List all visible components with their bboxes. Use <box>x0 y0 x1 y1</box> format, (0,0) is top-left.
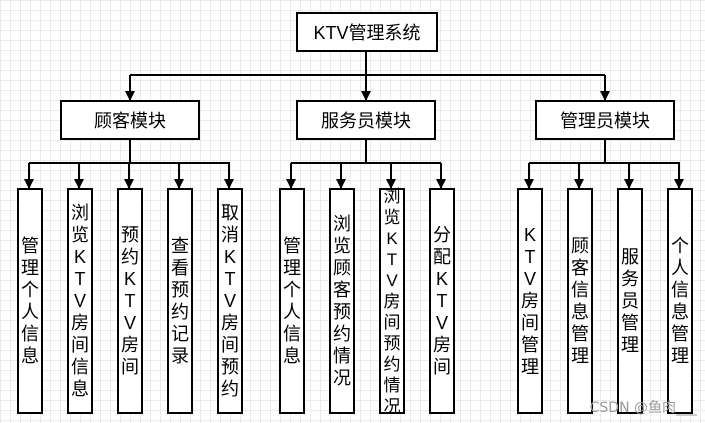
leaf-node: 浏览KTV房间预约情况 <box>379 186 405 416</box>
leaf-node-label: 预约KTV房间 <box>121 225 139 377</box>
leaf-node: 分配KTV房间 <box>429 188 455 414</box>
watermark: CSDN @鱼肉___ <box>589 400 697 416</box>
module-node-label: 顾客模块 <box>94 111 166 131</box>
module-node-waiter: 服务员模块 <box>296 100 436 140</box>
leaf-node: 浏览KTV房间信息 <box>67 188 93 414</box>
module-node-admin: 管理员模块 <box>535 100 675 140</box>
leaf-node: 取消KTV房间预约 <box>217 188 243 414</box>
leaf-node: 个人信息管理 <box>667 188 693 414</box>
module-node-customer: 顾客模块 <box>60 100 200 140</box>
leaf-node-label: 浏览KTV房间信息 <box>71 203 89 399</box>
leaf-node-label: 服务员管理 <box>621 247 639 355</box>
leaf-node-label: KTV房间管理 <box>521 225 539 377</box>
leaf-node-label: 分配KTV房间 <box>433 225 451 377</box>
leaf-node-label: 浏览KTV房间预约情况 <box>383 186 401 416</box>
leaf-node: 查看预约记录 <box>167 188 193 414</box>
leaf-node: 管理个人信息 <box>17 188 43 414</box>
leaf-node-label: 管理个人信息 <box>21 236 39 366</box>
module-node-label: 管理员模块 <box>560 111 650 131</box>
module-node-label: 服务员模块 <box>321 111 411 131</box>
leaf-node-label: 查看预约记录 <box>171 236 189 366</box>
leaf-node: KTV房间管理 <box>517 188 543 414</box>
leaf-node: 浏览顾客预约情况 <box>329 188 355 414</box>
root-node-label: KTV管理系统 <box>313 23 421 43</box>
leaf-node: 顾客信息管理 <box>567 188 593 414</box>
leaf-node: 预约KTV房间 <box>117 188 143 414</box>
root-node: KTV管理系统 <box>296 12 438 52</box>
leaf-node-label: 浏览顾客预约情况 <box>333 214 351 388</box>
leaf-node-label: 顾客信息管理 <box>571 236 589 366</box>
leaf-node: 服务员管理 <box>617 188 643 414</box>
leaf-node-label: 个人信息管理 <box>671 236 689 366</box>
leaf-node-label: 取消KTV房间预约 <box>221 203 239 399</box>
leaf-node: 管理个人信息 <box>279 188 305 414</box>
leaf-node-label: 管理个人信息 <box>283 236 301 366</box>
